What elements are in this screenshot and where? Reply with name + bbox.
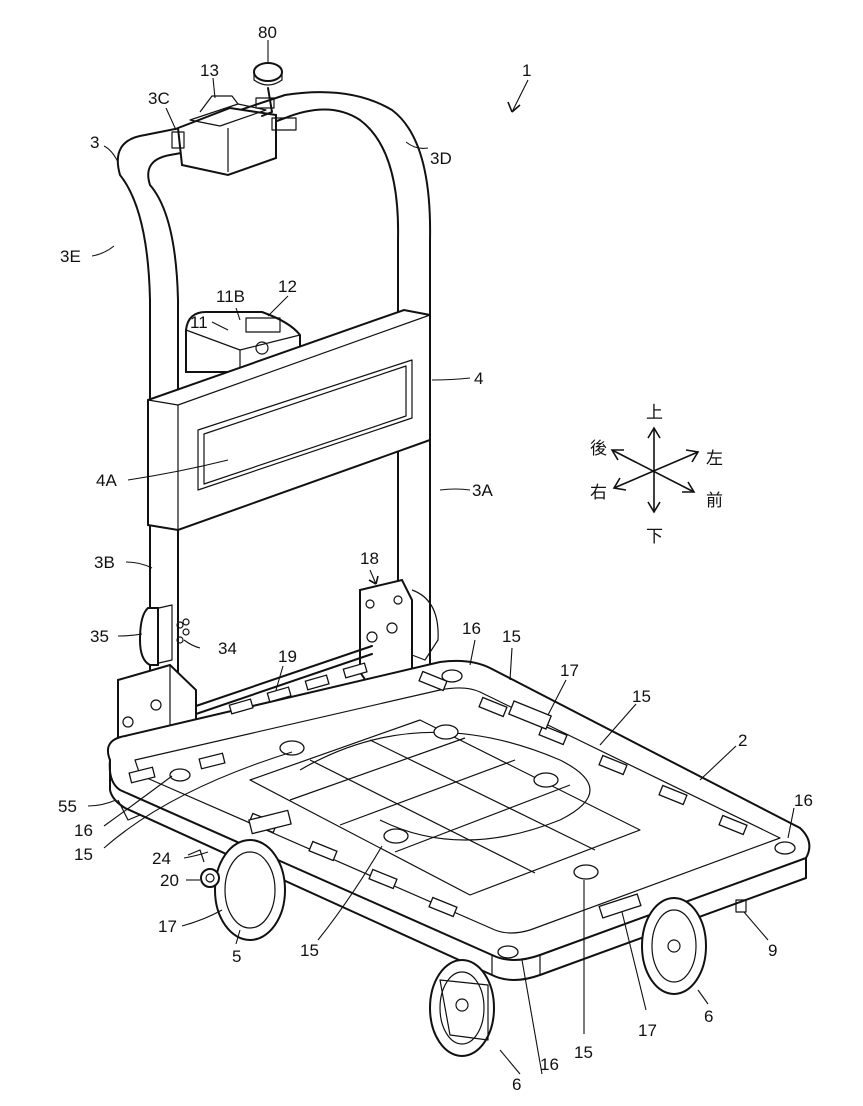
- callout-12: 12: [278, 277, 297, 296]
- controller-unit: [171, 95, 297, 177]
- callout-15-left: 15: [74, 845, 93, 864]
- bell: [253, 62, 283, 117]
- callout-16-left: 16: [74, 821, 93, 840]
- callout-16-top: 16: [462, 619, 481, 638]
- callout-11b: 11B: [216, 287, 245, 306]
- callout-3e: 3E: [60, 247, 81, 266]
- callout-3: 3: [90, 133, 99, 152]
- holder-35: [138, 607, 190, 666]
- direction-down: 下: [646, 527, 663, 547]
- front-caster-right: [641, 897, 707, 995]
- callout-17-bottom: 17: [638, 1021, 657, 1040]
- callout-9: 9: [768, 941, 777, 960]
- platform-deck: [106, 659, 811, 981]
- callout-34: 34: [218, 639, 237, 658]
- callout-17-top: 17: [560, 661, 579, 680]
- direction-front: 前: [706, 491, 723, 511]
- callout-20: 20: [160, 871, 179, 890]
- callout-17-left: 17: [158, 917, 177, 936]
- callout-labels: 1 80 13 3C 3 3D 3E 11B 12 11 4 4A 3A 3B …: [58, 23, 813, 1094]
- callout-35: 35: [90, 627, 109, 646]
- front-caster-left: [429, 959, 495, 1057]
- direction-compass: 上 下 左 右 前 後: [590, 403, 723, 547]
- callout-13: 13: [200, 61, 219, 80]
- callout-15-right: 15: [632, 687, 651, 706]
- callout-2: 2: [738, 731, 747, 750]
- callout-4: 4: [474, 369, 483, 388]
- callout-16-right: 16: [794, 791, 813, 810]
- rear-drive-wheel: [200, 839, 286, 941]
- direction-back: 後: [590, 439, 607, 459]
- connecting-rod: [195, 645, 373, 715]
- grip-panel: [147, 308, 431, 532]
- callout-18: 18: [360, 549, 379, 568]
- callout-24: 24: [152, 849, 171, 868]
- direction-up: 上: [646, 403, 663, 423]
- callout-19: 19: [278, 647, 297, 666]
- callout-1: 1: [522, 61, 531, 80]
- deck-slots: [128, 662, 796, 959]
- callout-15-bottom: 15: [574, 1043, 593, 1062]
- direction-right: 右: [590, 483, 607, 503]
- lock-lever: [117, 799, 747, 913]
- callout-3c: 3C: [148, 89, 170, 108]
- callout-16-bottom: 16: [540, 1055, 559, 1074]
- callout-6-left: 6: [512, 1075, 521, 1094]
- callout-15-top: 15: [502, 627, 521, 646]
- callout-55: 55: [58, 797, 77, 816]
- callout-3b: 3B: [94, 553, 115, 572]
- callout-80: 80: [258, 23, 277, 42]
- callout-6-right: 6: [704, 1007, 713, 1026]
- leader-lines: [87, 40, 795, 1075]
- direction-left: 左: [706, 449, 723, 469]
- callout-4a: 4A: [96, 471, 117, 490]
- callout-3d: 3D: [430, 149, 452, 168]
- callout-11: 11: [190, 313, 208, 332]
- callout-15-mid: 15: [300, 941, 319, 960]
- callout-5: 5: [232, 947, 241, 966]
- callout-3a: 3A: [472, 481, 493, 500]
